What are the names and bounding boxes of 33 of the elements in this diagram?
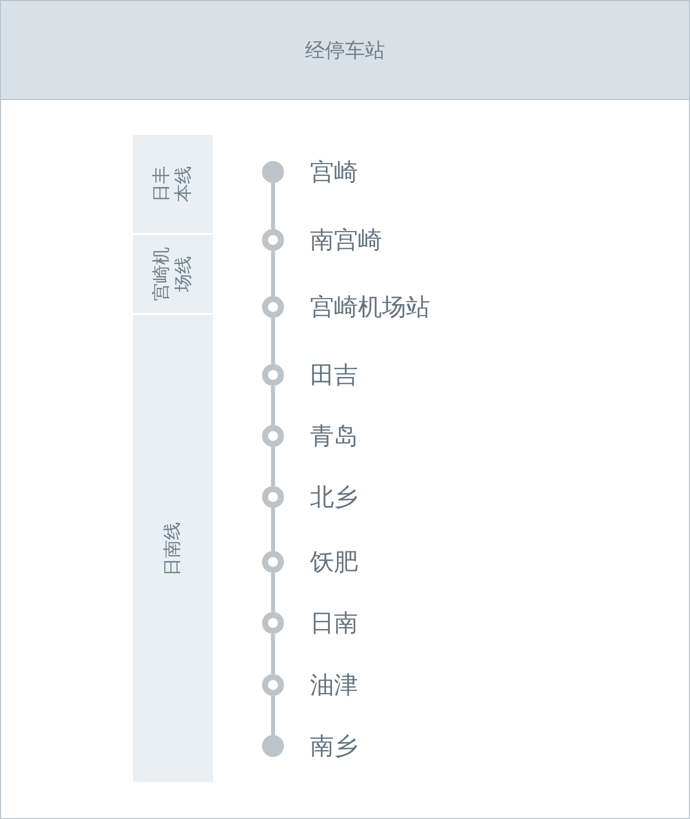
station-dot: [262, 425, 284, 447]
track-line: [271, 251, 275, 296]
track-line: [271, 183, 275, 229]
track-line: [271, 318, 275, 364]
station-name: 南宫崎: [310, 225, 382, 255]
station-dot: [262, 674, 284, 696]
station-dot: [262, 486, 284, 508]
station-name: 宫崎: [310, 157, 358, 187]
station-name: 青岛: [310, 421, 358, 451]
station-dot: [262, 551, 284, 573]
station-name: 田吉: [310, 360, 358, 390]
terminal-station-dot: [262, 161, 284, 183]
station-name: 油津: [310, 670, 358, 700]
track-line: [271, 634, 275, 674]
terminal-station-dot: [262, 735, 284, 757]
station-dot: [262, 612, 284, 634]
track-line: [271, 386, 275, 425]
track-line: [271, 573, 275, 612]
track-line: [271, 508, 275, 551]
track-line: [271, 696, 275, 735]
station-name: 宫崎机场站: [310, 292, 430, 322]
station-name: 日南: [310, 608, 358, 638]
line-name: 日丰本线: [151, 166, 195, 202]
line-name: 宫崎机场线: [151, 246, 195, 302]
station-name: 饫肥: [310, 547, 358, 577]
line-name: 日南线: [162, 520, 184, 578]
station-name: 南乡: [310, 731, 358, 761]
track-line: [271, 447, 275, 486]
station-dot: [262, 229, 284, 251]
station-dot: [262, 296, 284, 318]
header-bar: 经停车站: [0, 0, 690, 100]
station-name: 北乡: [310, 482, 358, 512]
station-dot: [262, 364, 284, 386]
